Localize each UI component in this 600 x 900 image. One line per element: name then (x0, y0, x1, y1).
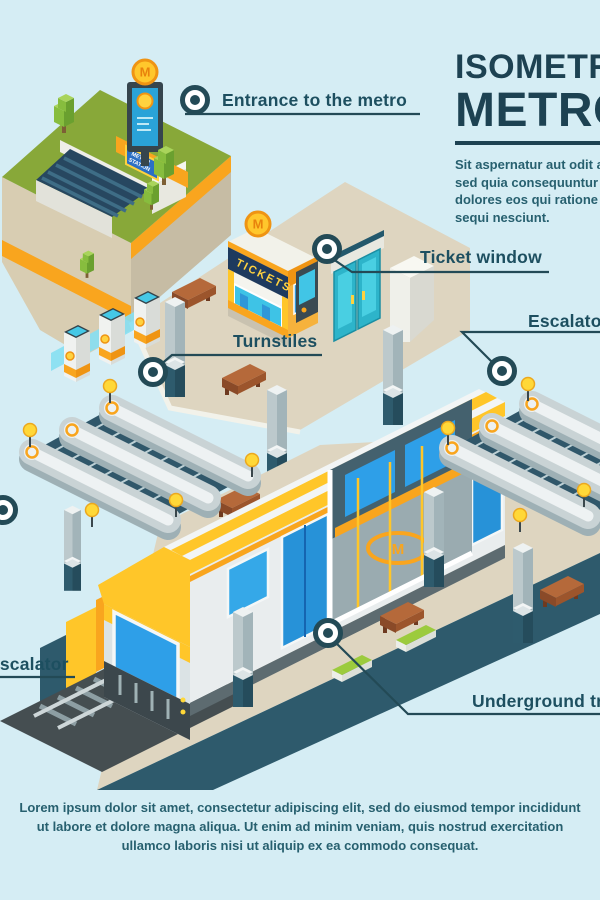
callout-ticket-window: Ticket window (420, 247, 542, 267)
title-rule (455, 141, 600, 145)
intro-paragraph: Sit aspernatur aut odit aut fugit, sed q… (455, 157, 600, 225)
wall-block (390, 256, 434, 342)
title-line-1: ISOMETRIC (455, 48, 600, 86)
pillar (383, 325, 403, 425)
escalator-left (19, 395, 261, 540)
vending-machine (296, 261, 318, 323)
callout-escalator-left: Escalator (0, 654, 69, 674)
callout-entrance: Entrance to the metro (222, 90, 408, 110)
pillar (233, 607, 253, 707)
page-title: ISOMETRIC METRO (455, 50, 600, 135)
entrance-billboard (127, 58, 163, 166)
metro-entrance: METRO STATION (36, 58, 188, 278)
callout-underground-train: Underground train (472, 691, 600, 711)
pillar (424, 487, 444, 587)
train-cab (98, 547, 190, 740)
escalator-coin-caps (24, 400, 120, 460)
callout-turnstiles: Turnstiles (233, 331, 318, 351)
pillar (165, 297, 185, 397)
callout-lines (0, 112, 600, 716)
train-floor-logo: M (392, 541, 405, 558)
title-line-2: METRO (455, 84, 600, 137)
callout-escalator-right: Escalator (528, 311, 600, 331)
pillar (64, 505, 81, 591)
underground-train: M (98, 389, 505, 740)
footer-paragraph: Lorem ipsum dolor sit amet, consectetur … (19, 800, 581, 853)
pillar (513, 543, 533, 643)
